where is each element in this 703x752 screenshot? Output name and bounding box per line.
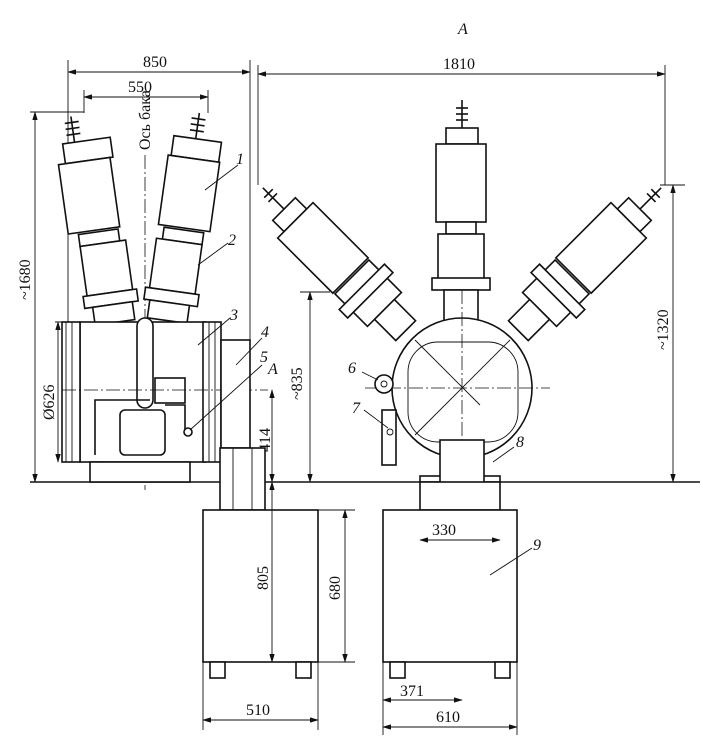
- dim-1320: ~1320: [655, 309, 672, 350]
- dim-330: 330: [432, 522, 456, 539]
- callout-1: 1: [236, 151, 244, 168]
- right-view: 1810 ~1320 ~835: [257, 56, 685, 735]
- dim-414: 414: [257, 428, 274, 452]
- dim-550: 550: [128, 79, 152, 96]
- view-title: А: [457, 21, 468, 38]
- tank-axis-label: Ось бака: [137, 90, 154, 150]
- left-view: 850 550 ~1680 Ось бака: [17, 54, 355, 730]
- callout-7: 7: [352, 400, 361, 417]
- section-mark: А: [267, 361, 278, 378]
- callout-3: 3: [229, 307, 238, 324]
- component-7: [381, 409, 397, 466]
- cabinet-4: [220, 339, 251, 449]
- dim-1680: ~1680: [17, 259, 34, 300]
- callout-4: 4: [261, 324, 269, 341]
- callout-9: 9: [533, 537, 541, 554]
- callout-6: 6: [348, 360, 356, 377]
- component-6: [374, 374, 394, 394]
- tank-flange-left: [61, 321, 81, 463]
- callout-2: 2: [228, 232, 236, 249]
- dim-626: Ø626: [41, 384, 58, 420]
- dim-805: 805: [255, 566, 272, 590]
- dim-835: ~835: [289, 367, 306, 400]
- lower-cabinet-right: [382, 509, 518, 663]
- tank-flange-right: [202, 321, 222, 463]
- callout-8: 8: [516, 434, 524, 451]
- dim-371: 371: [400, 683, 424, 700]
- dim-510: 510: [246, 702, 270, 719]
- drive-mechanism: [119, 409, 166, 456]
- dim-680: 680: [327, 576, 344, 600]
- callout-5: 5: [260, 349, 268, 366]
- lower-cabinet-left: [202, 509, 319, 663]
- dim-1810: 1810: [443, 56, 475, 73]
- support-column: [219, 447, 266, 511]
- dim-610: 610: [436, 709, 460, 726]
- dim-850: 850: [143, 54, 167, 71]
